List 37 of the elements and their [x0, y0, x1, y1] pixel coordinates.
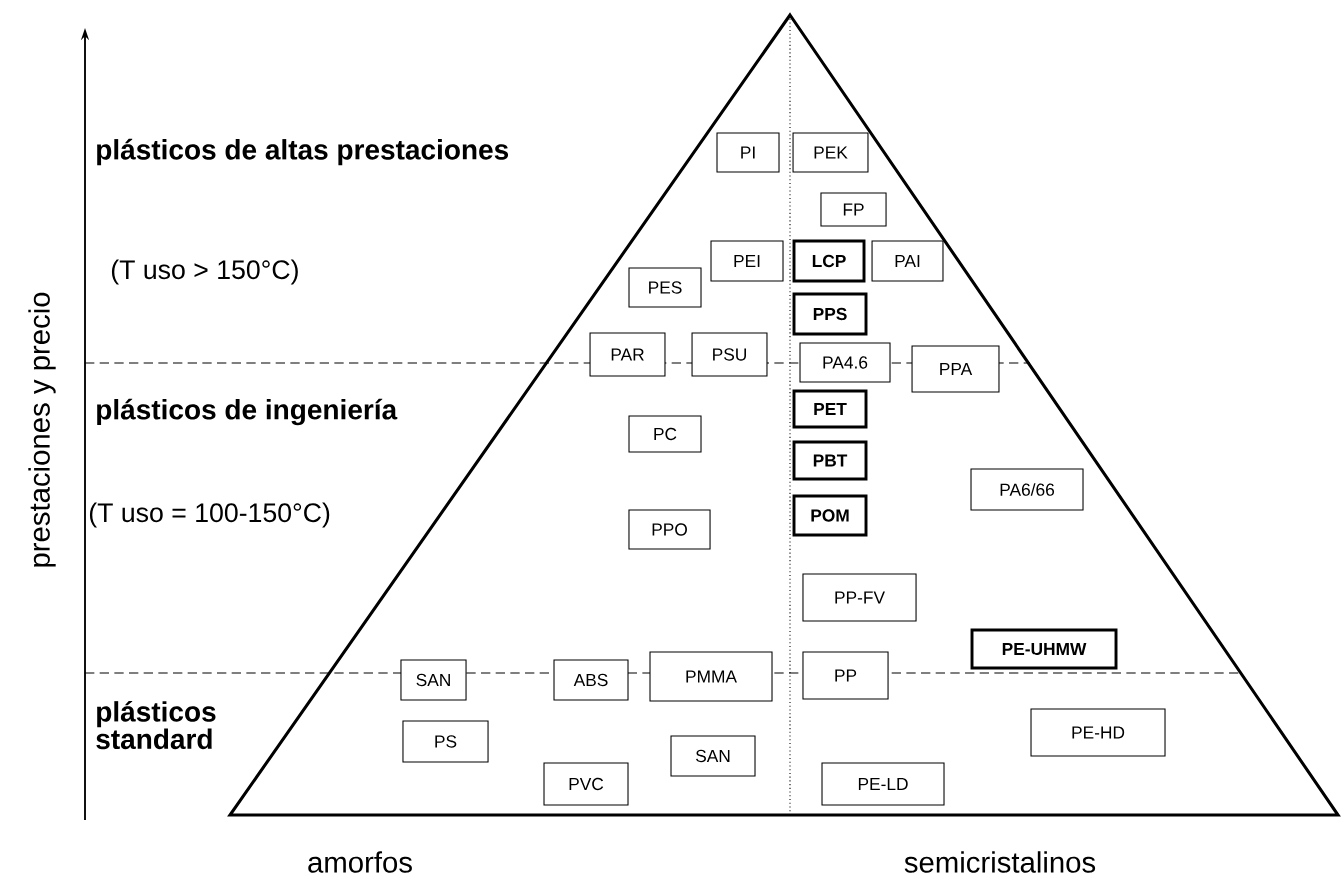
material-box: PP-FV	[802, 573, 917, 622]
material-box: PI	[716, 132, 780, 173]
material-box: PE-HD	[1030, 708, 1166, 757]
material-box: PEI	[710, 240, 784, 282]
axis-label: prestaciones y precio	[28, 292, 56, 567]
material-box: PS	[402, 720, 489, 763]
band-label: plásticos de altas prestaciones	[97, 138, 509, 166]
material-box: PPA	[911, 345, 1000, 393]
material-box: PA4.6	[799, 342, 891, 383]
material-box: PPS	[792, 292, 868, 336]
material-box: SAN	[670, 735, 756, 777]
band-label: plásticos standard	[96, 700, 216, 750]
material-box: PAR	[589, 332, 666, 377]
material-box: PES	[628, 267, 702, 308]
material-box: PET	[792, 389, 868, 429]
material-box: PC	[628, 415, 702, 453]
material-box: PAI	[871, 240, 944, 282]
material-box: FP	[820, 192, 887, 227]
material-box: PE-LD	[821, 762, 945, 806]
material-box: PA6/66	[970, 468, 1084, 511]
band-label: plásticos de ingeniería	[97, 398, 398, 426]
material-box: PBT	[792, 440, 868, 481]
material-box: POM	[792, 494, 868, 537]
material-box: ABS	[553, 659, 629, 701]
material-box: PSU	[691, 332, 768, 377]
material-box: PEK	[792, 132, 869, 173]
material-box: PP	[802, 651, 889, 700]
column-label: semicristalinos	[904, 851, 1096, 873]
column-label: amorfos	[308, 851, 412, 873]
material-box: PPO	[628, 509, 711, 550]
temperature-label: (T uso > 150°C)	[111, 259, 298, 285]
temperature-label: (T uso = 100-150°C)	[89, 502, 330, 528]
material-box: PMMA	[649, 651, 773, 702]
material-box: LCP	[792, 239, 866, 283]
material-box: SAN	[400, 659, 467, 701]
material-box: PE-UHMW	[970, 628, 1118, 670]
material-box: PVC	[543, 762, 629, 806]
